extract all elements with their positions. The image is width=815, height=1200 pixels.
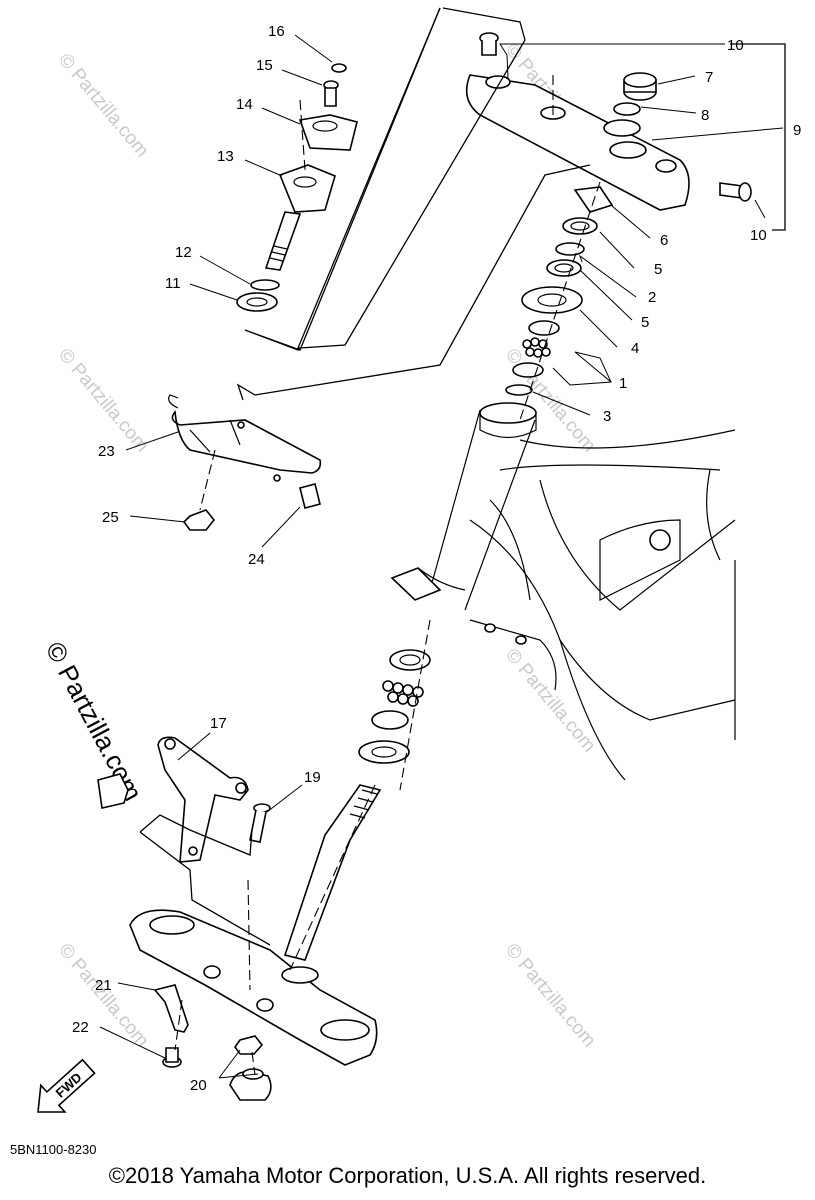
callout-15: 15 [256,57,273,74]
lower-race [389,649,431,671]
stay-17 [157,736,249,863]
callout-17: 17 [210,715,227,732]
callout-19: 19 [304,769,321,786]
ring-nut-5 [562,217,598,235]
cable-guide-23 [168,394,322,482]
callout-6: 6 [660,232,668,249]
callout-10-side: 10 [750,227,767,244]
callout-25: 25 [102,509,119,526]
bolt-10-top [479,32,499,56]
upper-bracket [465,74,690,211]
lower-bracket [129,909,378,1066]
damper-11 [236,292,278,312]
diagram-code: 5BN1100-8230 [10,1142,97,1157]
fwd-arrow: FWD [37,1058,96,1113]
seal-3 [505,384,533,396]
nut-25 [182,509,216,531]
bolt-22 [162,1047,182,1068]
callout-13: 13 [217,148,234,165]
watermark: © Partzilla.com [501,645,599,757]
bearing-race-1-lower [512,362,544,378]
holder-upper-14 [298,114,358,151]
lower-ball-bearings [382,680,424,707]
assembly-lines [174,75,601,1076]
group-outlines [139,7,786,946]
watermark-large: © Partzilla.com [40,637,149,806]
clip-24 [299,483,321,509]
callout-23: 23 [98,443,115,460]
watermark: © Partzilla.com [501,345,599,457]
callout-20: 20 [190,1077,207,1094]
callout-14: 14 [236,96,253,113]
ring-nut-2 [546,259,582,277]
callout-labels: 16 15 14 13 12 11 10 7 8 9 10 6 5 2 5 4 … [72,23,801,1094]
watermark: © Partzilla.com [501,940,599,1052]
leader-lines [99,34,784,1079]
steering-parts-diagram: © Partzilla.com © Partzilla.com © Partzi… [37,7,801,1113]
lower-nut [229,1068,272,1101]
callout-4: 4 [631,340,639,357]
steering-stem [283,784,382,961]
callout-21: 21 [95,977,112,994]
washer-8 [613,102,641,116]
copyright-notice: ©2018 Yamaha Motor Corporation, U.S.A. A… [108,1163,707,1188]
bracket-21 [153,984,189,1033]
watermark: © Partzilla.com [54,345,152,457]
screw-16 [331,63,347,73]
callout-24: 24 [248,551,265,568]
holder-lower-13 [264,164,336,271]
callout-9: 9 [793,122,801,139]
callout-1: 1 [619,375,627,392]
callout-7: 7 [705,69,713,86]
callout-22: 22 [72,1019,89,1036]
callout-5-lower: 5 [641,314,649,331]
bolt-19 [249,803,271,843]
damper-pad [97,773,129,809]
lower-seal [358,740,410,764]
bolt-15 [323,80,339,107]
washer-5 [555,242,585,256]
bearing-race-1-upper [528,320,560,336]
watermark: © Partzilla.com [54,940,152,1052]
washer-12 [250,279,280,291]
callout-10-top: 10 [727,37,744,54]
callout-12: 12 [175,244,192,261]
callout-5-upper: 5 [654,261,662,278]
nut-20 [234,1035,264,1055]
callout-16: 16 [268,23,285,40]
callout-3: 3 [603,408,611,425]
cover-4 [521,286,583,314]
watermark: © Partzilla.com [54,50,152,162]
callout-8: 8 [701,107,709,124]
lower-inner-race [371,710,409,730]
cap-nut-7 [623,72,657,101]
callout-2: 2 [648,289,656,306]
frame-head-pipe [390,402,736,781]
lock-washer-6 [573,186,614,213]
ball-bearings-1 [522,337,551,358]
callout-11: 11 [165,275,181,292]
bolt-10-side [719,182,752,202]
